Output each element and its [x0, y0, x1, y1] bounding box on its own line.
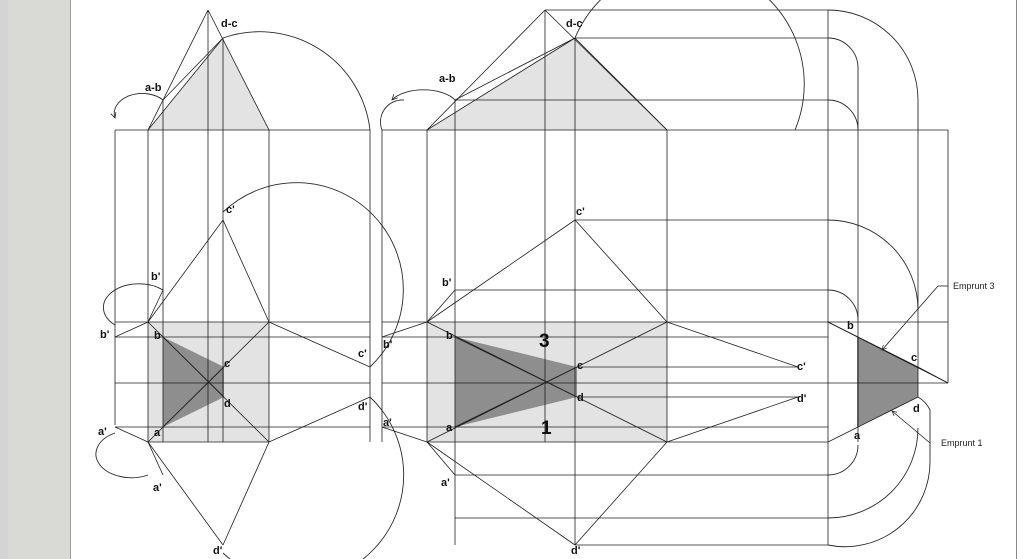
- callout-leaders: [882, 285, 948, 444]
- shaded-regions: [148, 38, 918, 442]
- label-c-prime-top-mid: c': [576, 206, 585, 218]
- label-d-right: d: [913, 403, 920, 415]
- left-figure-lines: [114, 9, 371, 546]
- callout-emprunt-3: Emprunt 3: [953, 281, 995, 291]
- label-b-right: b: [847, 320, 854, 332]
- label-c-prime-top-left: c': [226, 204, 235, 216]
- label-c-prime-right-left: c': [358, 348, 367, 360]
- label-b-mid: b: [446, 330, 453, 342]
- left-figure-arcs: [95, 31, 405, 559]
- label-b-prime-top-left: b': [151, 271, 161, 283]
- label-d-prime-mid: d': [797, 393, 807, 405]
- middle-figure-lines: [381, 9, 949, 546]
- label-a-prime-bottom-left: a': [153, 482, 162, 494]
- label-d-mid: d: [577, 392, 584, 404]
- label-a-right: a: [854, 430, 861, 442]
- label-c-left: c: [224, 358, 230, 370]
- label-d-left: d: [224, 398, 231, 410]
- label-d-prime-bottom-mid: d': [571, 545, 581, 557]
- face-label-1: 1: [541, 418, 552, 439]
- mid-top-triangle-fill: [427, 38, 667, 130]
- label-b-prime-top-mid: b': [442, 277, 452, 289]
- label-dc-mid: d-c: [566, 18, 583, 30]
- label-a-prime-mid: a': [383, 417, 392, 429]
- label-b-left: b: [154, 330, 161, 342]
- label-c-prime-mid: c': [797, 361, 806, 373]
- label-b-prime-mid: b': [383, 339, 393, 351]
- left-gutter: [0, 0, 8, 559]
- label-a-mid: a: [446, 422, 453, 434]
- mid-section-quad: [455, 337, 577, 427]
- label-a-prime-bottom-mid: a': [441, 477, 450, 489]
- label-c-mid: c: [577, 360, 583, 372]
- label-b-prime-left: b': [100, 329, 110, 341]
- middle-figure-arcs: [380, 0, 931, 548]
- label-ab-left: a-b: [145, 82, 162, 94]
- right-border-line: [1016, 0, 1017, 559]
- label-d-prime-bottom-left: d': [213, 545, 223, 557]
- left-top-triangle-fill: [148, 38, 269, 130]
- label-a-left: a: [154, 427, 161, 439]
- right-section-quad: [857, 337, 918, 427]
- left-section-triangle: [163, 337, 224, 427]
- label-ab-mid: a-b: [439, 73, 456, 85]
- label-a-prime-left: a': [98, 426, 107, 438]
- left-side-panel: [8, 0, 71, 559]
- label-d-prime-right-left: d': [358, 401, 368, 413]
- label-c-right: c: [911, 352, 917, 364]
- face-label-3: 3: [539, 331, 550, 352]
- callout-emprunt-1: Emprunt 1: [941, 438, 983, 448]
- label-dc-left: d-c: [221, 18, 238, 30]
